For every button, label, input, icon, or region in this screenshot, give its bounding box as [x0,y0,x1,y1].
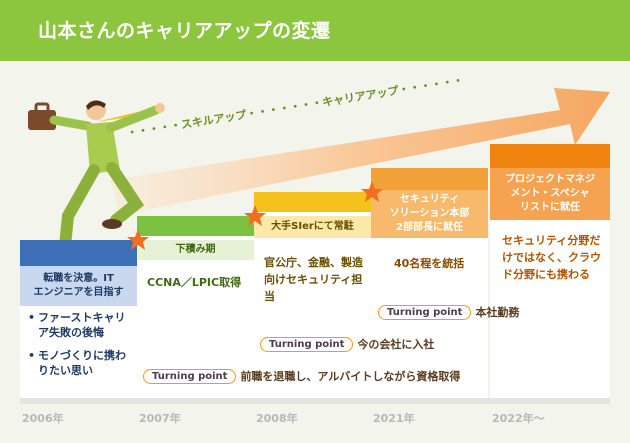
step-2022-cap [490,144,610,168]
step-2007-cap [137,216,254,236]
arrow-shape [110,88,610,215]
turning-point-2: Turning point 今の会社に入社 [260,336,434,352]
turning-point-pill: Turning point [378,304,472,320]
step-2007-body: CCNA／LPIC取得 [147,276,242,289]
step-2006-header: 転職を決意。IT エンジニアを目指す [20,266,137,306]
step-2007-header: 下積み期 [137,240,254,260]
year-label: 2008年 [256,412,298,425]
turning-point-3: Turning point 本社勤務 [378,304,519,320]
step-2006: 転職を決意。IT エンジニアを目指す [20,240,137,398]
year-label: 2006年 [22,412,64,425]
step-2006-bullets: •ファーストキャリア失敗の後悔 •モノづくりに携わりたい思い [20,310,130,378]
year-label: 2022年～ [492,412,545,425]
turning-point-text: 今の会社に入社 [357,338,435,351]
jumping-person-illustration [28,100,165,263]
step-2021-header: セキュリティ ソリーション本部 2部部長に就任 [371,190,488,238]
turning-point-pill: Turning point [143,368,237,384]
step-2021-body: 40名程を統括 [394,257,465,270]
star-icon [361,181,383,202]
turning-point-pill: Turning point [260,336,354,352]
star-icon [244,205,266,226]
timeline-bar [20,398,610,404]
star-icon [127,229,149,250]
step-2006-cap [20,240,137,266]
page-title: 山本さんのキャリアアップの変遷 [38,20,331,42]
step-2022-body: セキュリティ分野だけではなく、クラウド分野にも携わる [502,234,601,281]
step-2021-cap [371,168,488,190]
page-header: 山本さんのキャリアアップの変遷 [0,0,630,61]
step-2008-cap [254,192,371,212]
turning-point-text: 本社勤務 [475,306,520,319]
step-2008-header: 大手SIerにて常駐 [254,216,371,238]
step-2022-header: プロジェクトマネジ メント・スペシャ リストに就任 [490,168,610,220]
turning-point-1: Turning point 前職を退職し、アルバイトしながら資格取得 [143,368,460,384]
year-label: 2021年 [373,412,415,425]
step-2008-body: 官公庁、金融、製造向けセキュリティ担当 [264,256,363,303]
year-label: 2007年 [139,412,181,425]
bullet-item: •ファーストキャリア失敗の後悔 [28,311,126,339]
turning-point-text: 前職を退職し、アルバイトしながら資格取得 [240,370,461,383]
bullet-item: •モノづくりに携わりたい思い [28,349,126,377]
